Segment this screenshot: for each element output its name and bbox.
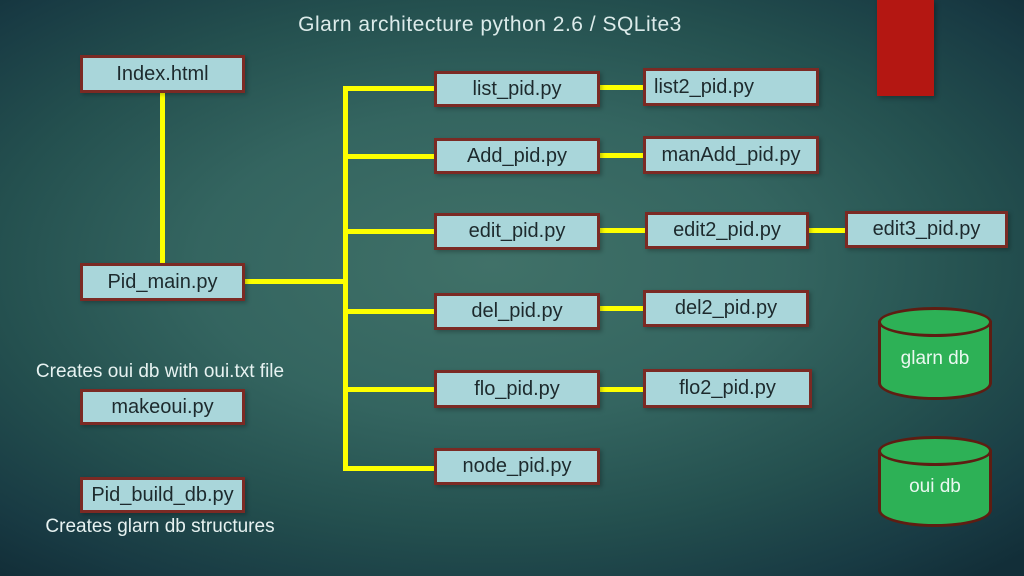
node-pid-main: Pid_main.py <box>80 263 245 301</box>
edge-flo-to-flo2 <box>600 387 643 392</box>
edge-edit2-to-edit3 <box>809 228 845 233</box>
edge-add-to-manadd <box>600 153 643 158</box>
node-list-pid: list_pid.py <box>434 71 600 107</box>
node-flo2-pid: flo2_pid.py <box>643 369 812 408</box>
database-label-glarn: glarn db <box>900 347 970 369</box>
node-pid-build-db: Pid_build_db.py <box>80 477 245 513</box>
database-cylinder-glarn: glarn db <box>878 307 992 400</box>
node-index-html: Index.html <box>80 55 245 93</box>
edge-index-to-pidmain <box>160 93 165 263</box>
accent-red-bar <box>877 0 934 96</box>
database-label-oui: oui db <box>909 476 961 498</box>
node-edit2-pid: edit2_pid.py <box>645 212 809 249</box>
slide-title: Glarn architecture python 2.6 / SQLite3 <box>298 13 682 36</box>
node-list2-pid: list2_pid.py <box>643 68 819 106</box>
database-cylinder-oui: oui db <box>878 436 992 527</box>
edge-trunk-to-del <box>346 309 434 314</box>
cylinder-top-ellipse <box>878 436 992 466</box>
edge-trunk-to-list <box>346 86 434 91</box>
node-del2-pid: del2_pid.py <box>643 290 809 327</box>
node-manadd-pid: manAdd_pid.py <box>643 136 819 174</box>
edge-trunk-vertical <box>343 86 348 471</box>
edge-edit-to-edit2 <box>600 228 645 233</box>
node-flo-pid: flo_pid.py <box>434 370 600 408</box>
node-edit3-pid: edit3_pid.py <box>845 211 1008 248</box>
node-edit-pid: edit_pid.py <box>434 213 600 250</box>
edge-list-to-list2 <box>600 85 643 90</box>
caption-makeoui: Creates oui db with oui.txt file <box>35 361 285 382</box>
edge-trunk-to-edit <box>346 229 434 234</box>
node-add-pid: Add_pid.py <box>434 138 600 174</box>
edge-pidmain-to-trunk <box>245 279 346 284</box>
edge-trunk-to-node <box>343 466 434 471</box>
node-node-pid: node_pid.py <box>434 448 600 485</box>
edge-trunk-to-flo <box>346 387 434 392</box>
node-makeoui: makeoui.py <box>80 389 245 425</box>
cylinder-body <box>878 321 992 400</box>
edge-trunk-to-add <box>346 154 434 159</box>
node-del-pid: del_pid.py <box>434 293 600 330</box>
edge-del-to-del2 <box>600 306 643 311</box>
caption-pid-build: Creates glarn db structures <box>45 516 275 537</box>
cylinder-top-ellipse <box>878 307 992 337</box>
